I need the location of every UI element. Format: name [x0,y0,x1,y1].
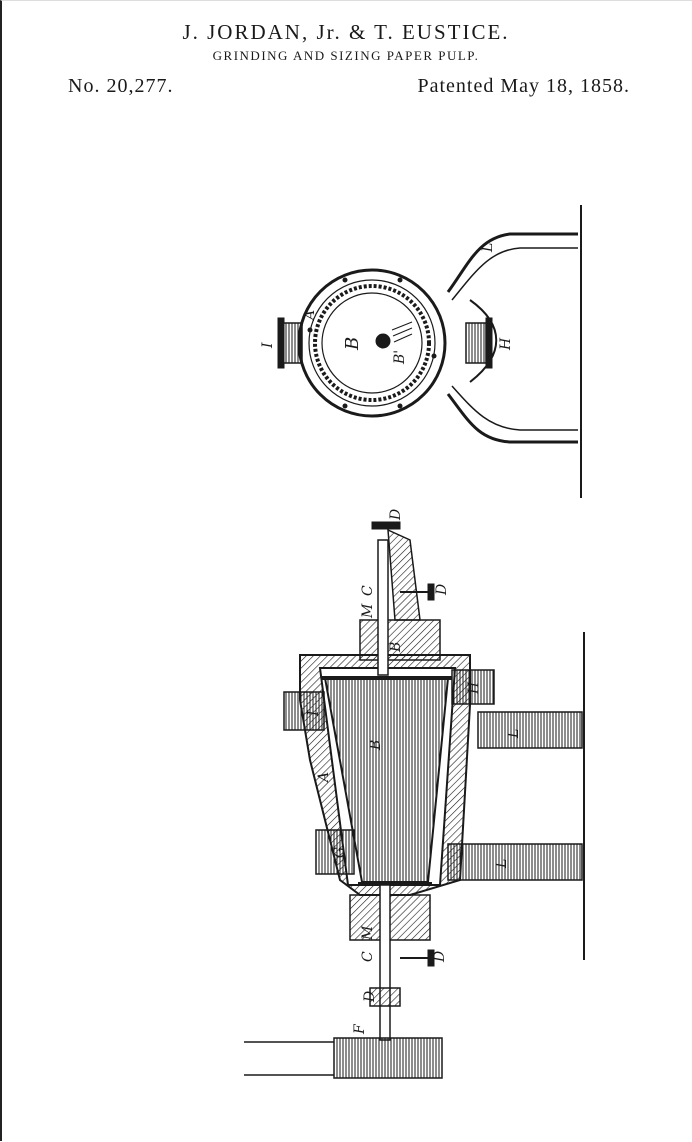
rotor-disk [321,292,423,394]
label-g: G [332,847,348,858]
casing-bolts [307,277,437,409]
label-l: L [480,243,496,253]
grinding-blades-ring [313,284,431,402]
label-h: H [498,337,514,351]
label-b-cone: B [368,740,384,751]
frame-yoke [469,299,498,383]
label-l-upper: L [506,729,522,739]
section-view-labels: D C M D B H I A B L G L M C D D F [306,509,522,1035]
label-c-upper: C [360,585,376,596]
shaft-hub [375,333,391,349]
support-leg-upper [477,711,583,749]
label-l-lower: L [494,859,510,869]
inventors-heading: J. JORDAN, Jr. & T. EUSTICE. [182,20,510,44]
top-view-labels: A B B' I H L [260,243,514,365]
pipe-i-section [283,691,325,731]
label-d-top: D [388,509,404,521]
lower-handle [427,949,435,967]
pipe-i-left [281,322,303,364]
label-d-lower: D [362,991,378,1003]
casing-outer [297,268,447,418]
patent-number: No. 20,277. [68,75,174,97]
label-i: I [260,342,276,349]
patent-title: GRINDING AND SIZING PAPER PULP. [212,48,480,63]
label-b: B [342,337,363,351]
pipe-g-section [315,829,355,875]
support-leg-lower [447,843,583,881]
pipe-h-right [465,322,487,364]
label-d-handle-upper: D [434,584,450,596]
lower-shaft [379,884,391,1041]
upper-bracket [387,528,421,621]
belt-pulley [333,1037,443,1079]
section-view-figure [244,521,585,1079]
frame-lower-arm [446,393,578,444]
label-d-handle-lower: D [432,951,448,963]
label-a-section: A [316,772,332,784]
label-c-lower: C [360,951,376,962]
label-a: A [302,310,318,322]
upper-shaft [377,539,389,676]
casing-ring [308,279,436,407]
label-b-shaft: B [388,642,404,653]
top-view-figure [277,205,582,498]
lower-collar [369,987,401,1007]
label-m-upper: M [360,603,376,619]
frame-upper-arm [446,232,578,293]
top-handwheel [371,521,401,530]
upper-bearing [359,619,441,661]
label-b-prime: B' [392,350,408,365]
label-m-lower: M [360,925,376,941]
label-h-section: H [466,681,482,695]
label-f: F [352,1023,368,1035]
patent-date: Patented May 18, 1858. [417,75,630,97]
pipe-h-section [451,669,495,705]
label-i-section: I [306,710,322,717]
upper-handle [427,583,435,601]
